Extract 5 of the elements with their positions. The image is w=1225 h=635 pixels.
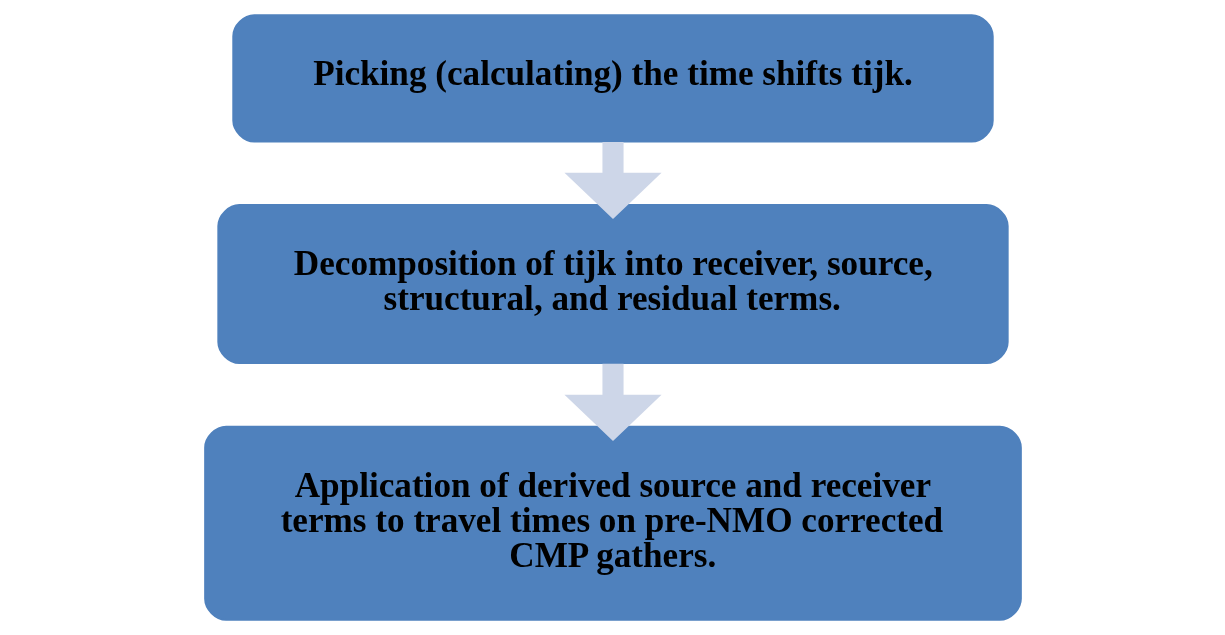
node-box: Application of derived source and receiver terms to travel times on pre-NMO corrected CMP gathers.: [203, 425, 1022, 621]
arrow: [563, 141, 662, 220]
node-box: Decomposition of tijk into receiver, source, structural, and residual terms.: [216, 204, 1009, 365]
arrow: [563, 363, 662, 442]
node-box: Picking (calculating) the time shifts tijk.: [231, 14, 994, 143]
